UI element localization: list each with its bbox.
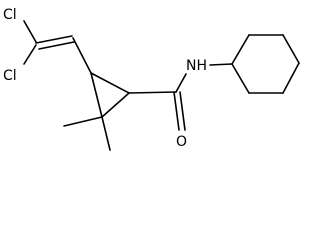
bond-cyclopropane-bottom-to-right — [101, 92, 130, 118]
bond-vinyl-double-outer — [35, 35, 73, 44]
bond-cl-bottom-to-vinyl-carbon — [23, 44, 37, 65]
bond-ring-to-carbonyl-carbon — [128, 91, 177, 94]
bond-carbonyl-to-nitrogen — [175, 73, 187, 93]
molecule-structure-diagram: Cl Cl NH O — [3, 7, 300, 151]
bond-cyclopropane-top-to-right — [90, 72, 130, 94]
bond-methyl-down — [101, 116, 111, 151]
bond-vinyl-double-inner — [38, 41, 75, 50]
atom-label-oxygen: O — [176, 134, 187, 150]
atom-label-chlorine-bottom: Cl — [3, 68, 17, 84]
bond-nitrogen-to-cyclohexyl — [209, 63, 233, 66]
bond-cyclohexane-3 — [282, 34, 300, 64]
bond-vinyl-to-ring — [72, 37, 92, 74]
bond-cyclopropane-top-to-bottom — [90, 72, 103, 118]
bond-cyclohexane-6 — [231, 63, 250, 94]
bond-cyclohexane-1 — [231, 34, 250, 65]
bond-carbonyl-double-right — [179, 91, 186, 131]
bond-cl-top-to-vinyl-carbon — [23, 20, 37, 43]
bond-methyl-left — [63, 116, 103, 127]
bond-cyclohexane-4 — [282, 62, 300, 94]
atom-label-nitrogen-hydrogen: NH — [186, 58, 207, 74]
atom-label-chlorine-top: Cl — [3, 7, 17, 23]
bond-carbonyl-double-left — [173, 91, 180, 131]
